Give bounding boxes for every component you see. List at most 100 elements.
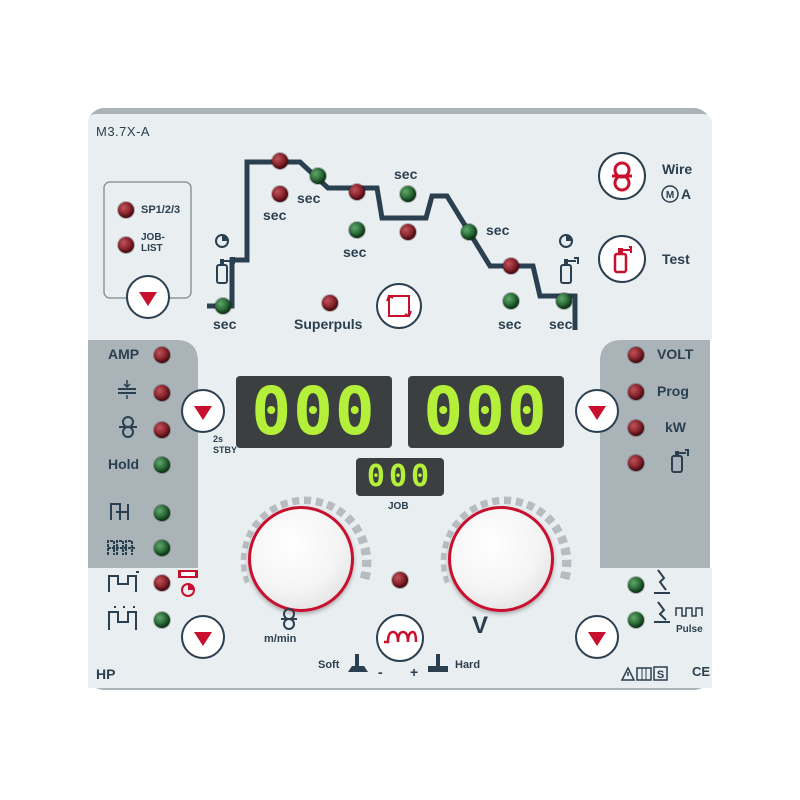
ce-label: CE [692, 664, 711, 679]
dynamics-button[interactable] [376, 614, 424, 662]
job-label: JOB [388, 501, 409, 512]
wire-feed-led [154, 422, 170, 438]
curve-led-8 [400, 224, 416, 240]
pulse-torch-icon [654, 601, 703, 623]
left-display-value: 000 [251, 373, 377, 450]
job-display-value: 000 [366, 459, 434, 494]
knob-scale-tick [241, 540, 250, 549]
job-display: 000 [356, 458, 444, 496]
knob-scale-tick [551, 523, 563, 535]
hard-label: Hard [455, 659, 481, 671]
curve-led-7 [400, 186, 416, 202]
sec-label-3: sec [297, 190, 321, 206]
gas-cylinder-icon [613, 246, 632, 274]
sec-label-6: sec [486, 222, 510, 238]
sp-label: SP1/2/3 [141, 204, 181, 216]
ma-label: A [681, 186, 692, 202]
v-label: V [472, 612, 489, 639]
standard-torch-icon [654, 569, 670, 594]
knob-scale-tick [360, 546, 371, 556]
knob-scale-tick [359, 571, 371, 581]
spot-led [154, 575, 170, 591]
knob-scale-tick [559, 571, 571, 581]
mmin-label: m/min [264, 633, 297, 645]
superpuls-led [322, 295, 338, 311]
interval-mode-icon [108, 606, 137, 630]
left-display: 000 [236, 376, 392, 448]
spot-mode-icon [108, 571, 139, 592]
amp-label: AMP [108, 346, 140, 362]
process-select-button[interactable] [575, 615, 619, 659]
knob-scale-tick [556, 534, 568, 545]
knob-scale-tick [315, 497, 324, 507]
volt-label: VOLT [657, 346, 694, 362]
wire-inch-button[interactable] [598, 152, 646, 200]
prog-label: Prog [657, 383, 689, 399]
right-knob-scale [440, 496, 572, 584]
knob-scale-tick [441, 540, 450, 549]
mode-select-button[interactable] [181, 615, 225, 659]
sec-label-5: sec [394, 166, 418, 182]
hold-led [154, 457, 170, 473]
hp-label: HP [96, 666, 116, 682]
sec-label-2: sec [263, 207, 287, 223]
superpuls-cycle-icon [386, 294, 412, 318]
model-label: M3.7X-A [96, 124, 151, 139]
thickness-led [154, 385, 170, 401]
job-list-label: JOB- LIST [141, 232, 165, 254]
right-select-button[interactable] [575, 389, 619, 433]
knob-scale-tick [242, 575, 250, 584]
job-list-button[interactable] [126, 275, 170, 319]
soft-label: Soft [318, 659, 340, 671]
curve-led-3 [272, 186, 288, 202]
wire-speed-knob[interactable] [248, 506, 354, 612]
four-step-icon [107, 540, 136, 555]
pulse-led [628, 612, 644, 628]
knob-scale-tick [442, 575, 450, 584]
sec-label-7: sec [498, 316, 522, 332]
gas-bottle-icon [671, 449, 689, 473]
two-step-icon [110, 503, 129, 520]
hard-arc-icon [428, 654, 448, 672]
knob-scale-tick [240, 564, 247, 572]
wire-label: Wire [662, 161, 693, 177]
knob-scale-tick [561, 559, 572, 568]
minus-label: - [378, 664, 383, 680]
superpuls-button[interactable] [376, 283, 422, 329]
wire-feed-icon [119, 416, 137, 438]
motor-icon: M [661, 185, 679, 203]
curve-led-9 [461, 224, 477, 240]
superpuls-label: Superpuls [294, 316, 363, 332]
left-select-button[interactable] [181, 389, 225, 433]
gas-test-button[interactable] [598, 235, 646, 283]
soft-arc-icon [348, 654, 368, 672]
plus-label: + [410, 664, 419, 680]
stby-label: 2s STBY [213, 434, 238, 455]
sec-label-4: sec [343, 244, 367, 260]
spot-timer-icon [178, 570, 198, 597]
knob-scale-tick [479, 499, 489, 509]
knob-scale-tick [361, 559, 372, 568]
sec-label-8: sec [549, 316, 573, 332]
sp-led [118, 202, 134, 218]
knob-scale-tick [535, 506, 547, 518]
wire-feed-unit-icon [281, 608, 297, 630]
kw-led [628, 420, 644, 436]
amp-led [154, 347, 170, 363]
kw-label: kW [665, 419, 686, 435]
svg-text:S: S [657, 669, 664, 681]
knob-scale-tick [240, 552, 247, 560]
curve-led-11 [503, 293, 519, 309]
voltage-knob[interactable] [448, 506, 554, 612]
standard-led [628, 577, 644, 593]
knob-scale-tick [291, 496, 300, 506]
two-step-led [154, 505, 170, 521]
knob-scale-tick [325, 500, 336, 512]
material-thickness-icon [118, 380, 136, 399]
knob-scale-tick [440, 564, 447, 572]
knob-scale-tick [525, 500, 536, 512]
curve-led-2 [272, 153, 288, 169]
curve-led-6 [349, 222, 365, 238]
right-display: 000 [408, 376, 564, 448]
knob-scale-tick [560, 546, 571, 556]
